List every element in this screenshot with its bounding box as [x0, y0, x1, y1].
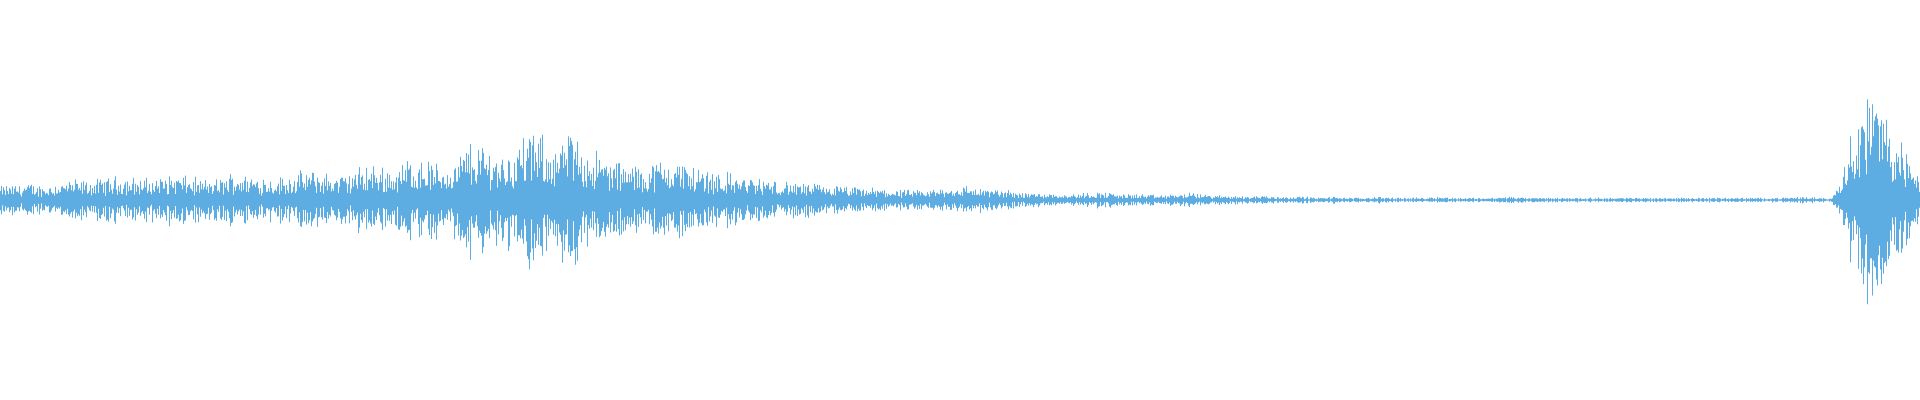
waveform-bars — [0, 99, 1920, 305]
